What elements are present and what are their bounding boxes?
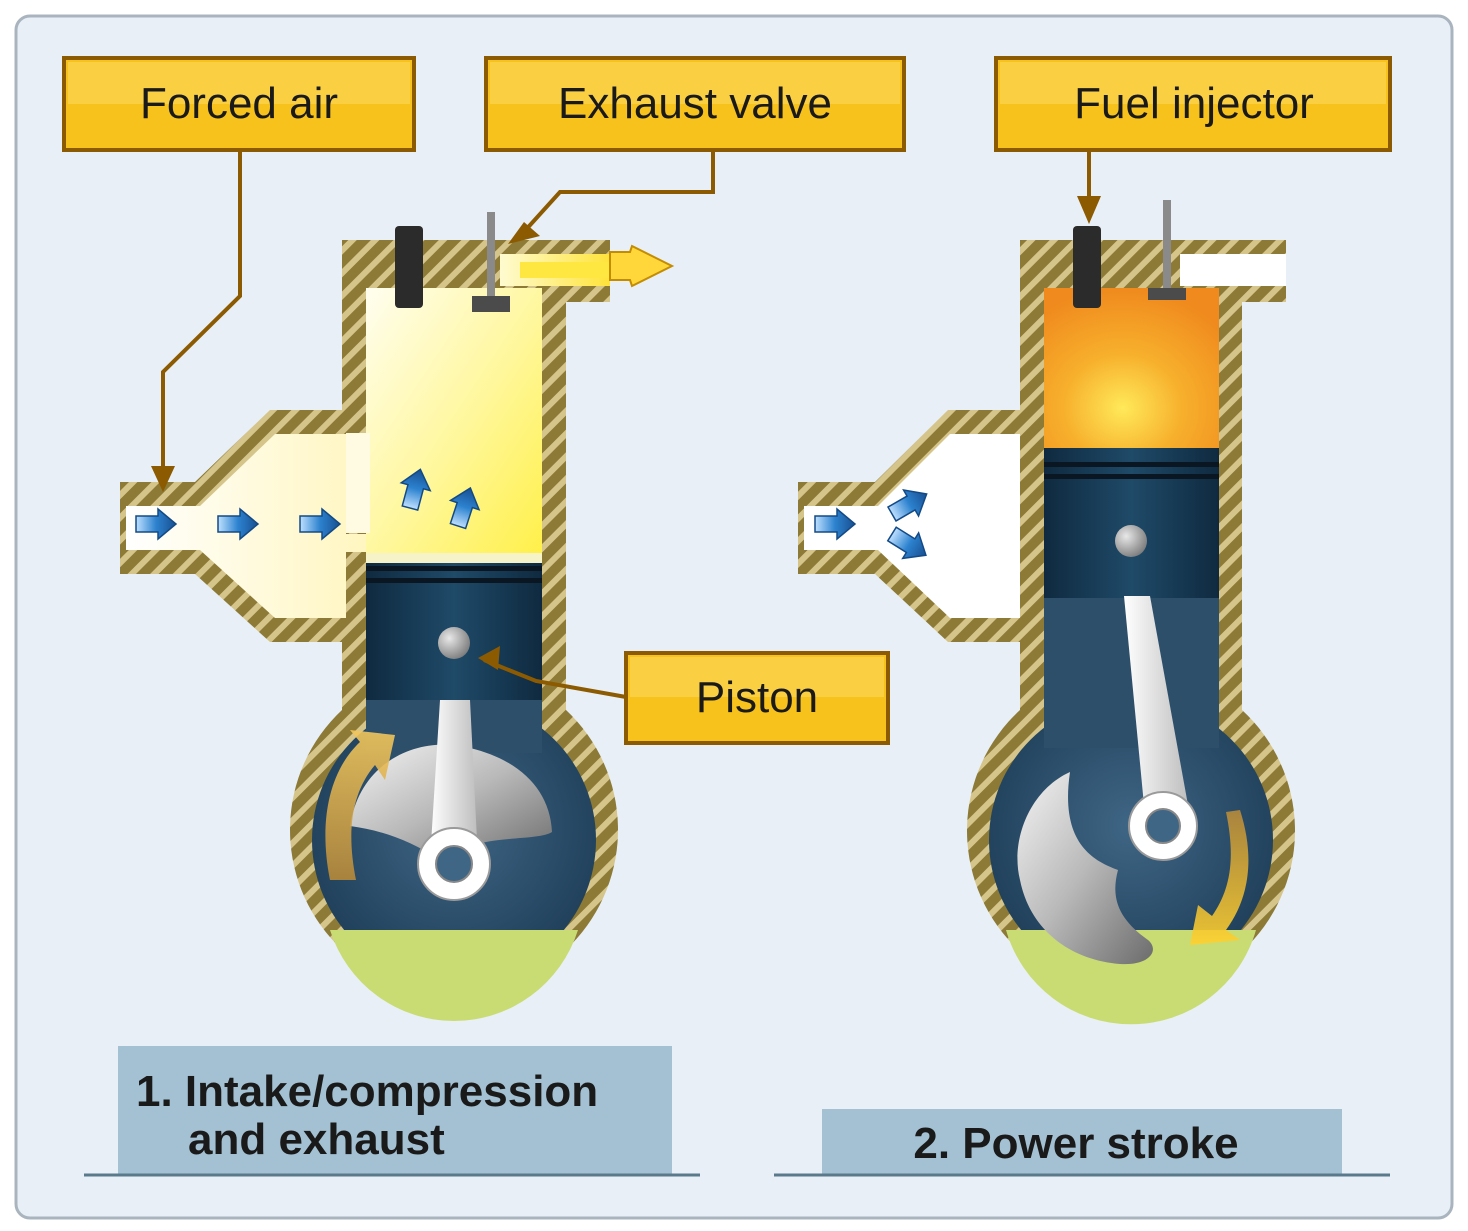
caption-stage-2: 2. Power stroke <box>774 1109 1390 1177</box>
callout-fuel-injector: Fuel injector <box>994 56 1392 152</box>
callout-fuel-injector-label: Fuel injector <box>1074 79 1314 128</box>
caption-stage-1-line1: 1. Intake/compression <box>136 1067 598 1116</box>
callout-forced-air: Forced air <box>62 56 416 152</box>
callout-piston: Piston <box>624 651 890 745</box>
callout-leaders <box>161 150 1091 699</box>
caption-stage-1: 1. Intake/compression and exhaust <box>84 1046 700 1177</box>
callout-forced-air-label: Forced air <box>140 79 338 128</box>
two-stroke-power-stroke-icon <box>798 200 1295 1025</box>
caption-stage-2-label: 2. Power stroke <box>913 1119 1238 1168</box>
two-stroke-intake-compression-icon <box>120 212 675 1021</box>
leader-arrowheads <box>151 196 1101 670</box>
caption-stage-1-line2: and exhaust <box>188 1115 445 1164</box>
callout-exhaust-valve: Exhaust valve <box>484 56 906 152</box>
callout-piston-label: Piston <box>696 673 818 722</box>
callout-exhaust-valve-label: Exhaust valve <box>558 79 832 128</box>
